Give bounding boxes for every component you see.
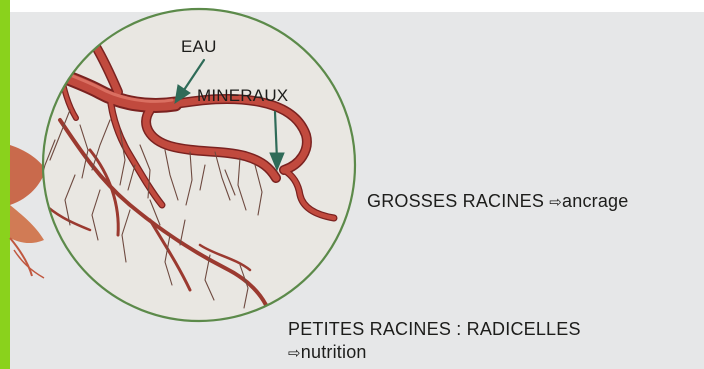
label-mineraux: MINERAUX [197,86,288,106]
label-eau: EAU [181,37,217,57]
grosses-function-text: ancrage [562,191,628,211]
label-grosses-racines: GROSSES RACINES ⇨ancrage [367,191,628,212]
right-arrow-icon-2: ⇨ [288,345,301,362]
plant-base-stub [10,145,46,278]
grosses-racines-text: GROSSES RACINES [367,191,544,211]
label-petites-racines: PETITES RACINES : RADICELLES [288,319,581,340]
right-arrow-icon: ⇨ [549,194,562,211]
petites-function-text: nutrition [301,342,367,362]
label-petites-function: ⇨nutrition [288,342,367,363]
